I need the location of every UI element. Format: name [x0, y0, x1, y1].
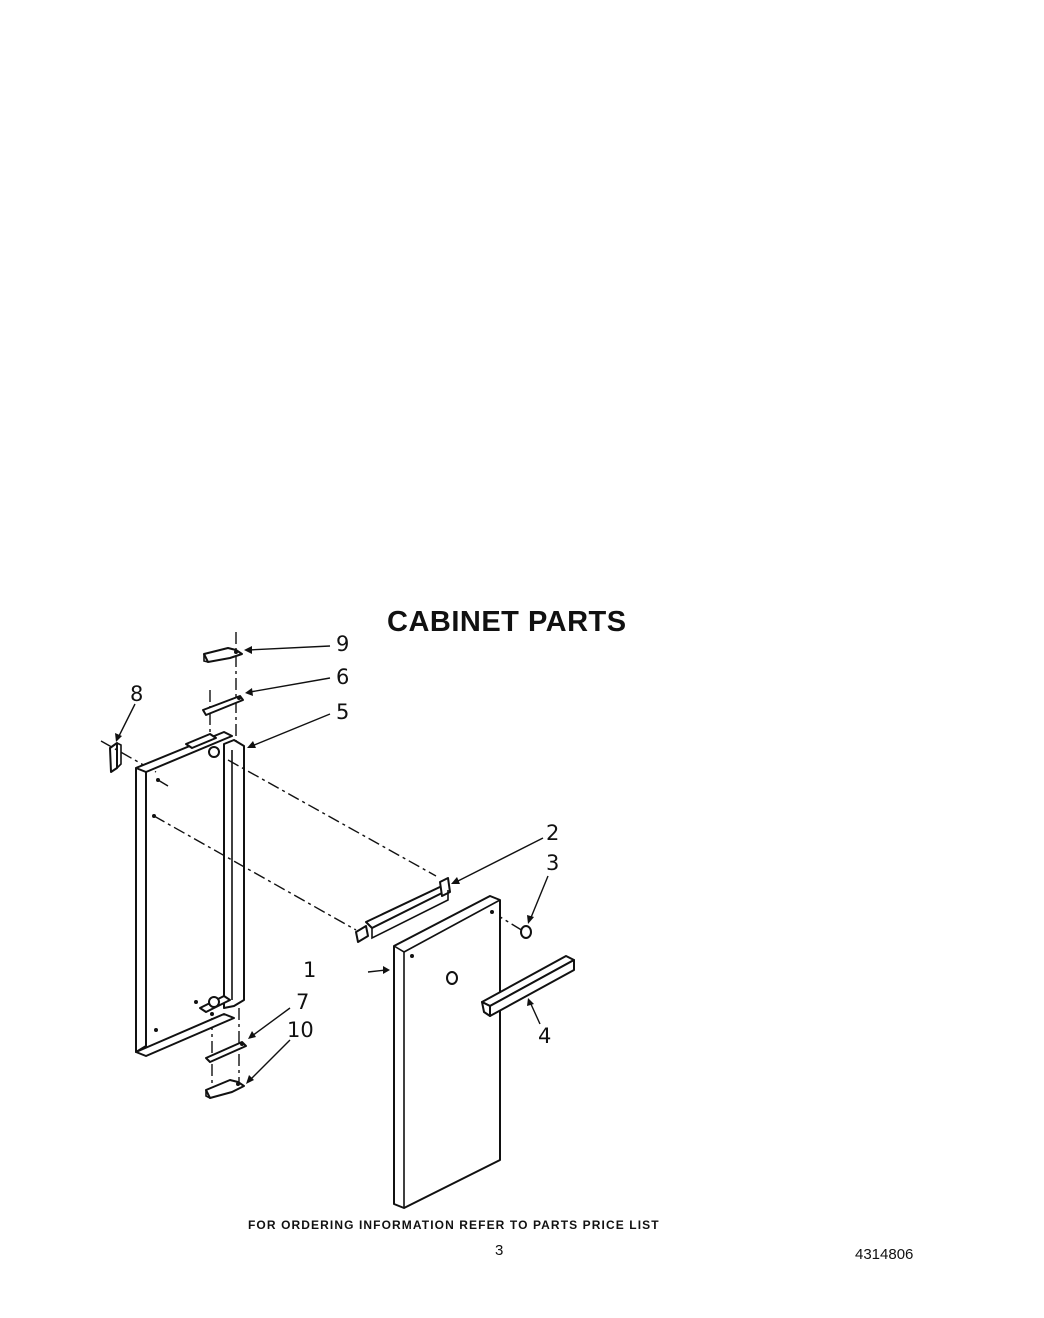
part-10-bottom-hinge — [205, 1079, 245, 1099]
part-9-top-hinge — [203, 647, 243, 663]
page-number: 3 — [495, 1242, 504, 1259]
callout-6: 6 — [336, 665, 350, 689]
part-1-door-panel — [393, 895, 501, 1209]
ordering-note: FOR ORDERING INFORMATION REFER TO PARTS … — [248, 1218, 660, 1232]
part-3-handle-spacer — [446, 925, 532, 985]
callout-10: 10 — [287, 1018, 314, 1042]
document-number: 4314806 — [855, 1246, 914, 1263]
part-6-top-spacer — [202, 695, 244, 716]
callout-5: 5 — [336, 700, 350, 724]
part-2-handle-bracket — [355, 877, 451, 943]
callout-8: 8 — [130, 682, 144, 706]
callout-7: 7 — [296, 990, 310, 1014]
callout-2: 2 — [546, 821, 560, 845]
callout-3: 3 — [546, 851, 560, 875]
part-5-door-frame — [135, 731, 245, 1057]
page-title: CABINET PARTS — [387, 606, 627, 638]
callout-1: 1 — [303, 958, 317, 982]
part-7-bottom-spacer — [205, 1041, 247, 1063]
leader-lines — [115, 645, 549, 1084]
callout-4: 4 — [538, 1024, 552, 1048]
callout-9: 9 — [336, 632, 350, 656]
part-4-door-handle — [481, 955, 575, 1017]
